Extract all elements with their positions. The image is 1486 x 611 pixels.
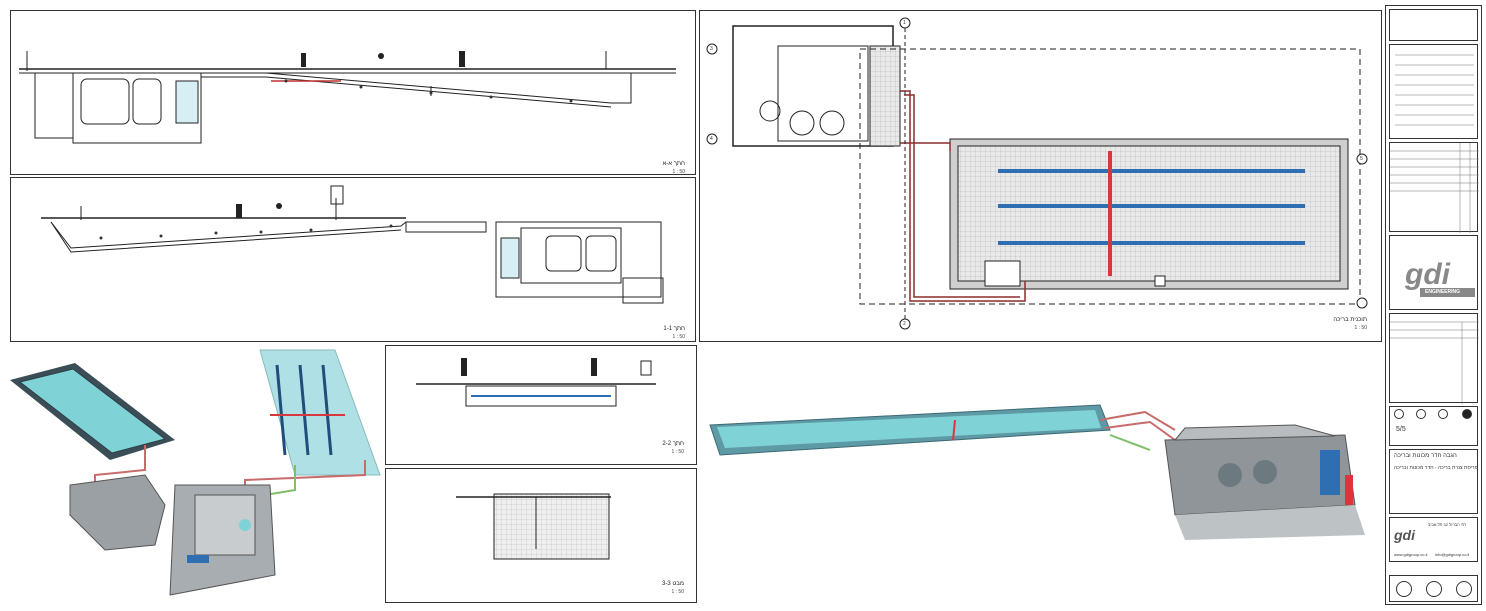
section-11-scale: 1 : 50 (672, 334, 685, 340)
company-address: רח' הברזל 32 תל-אביב (1428, 522, 1467, 527)
section-33-drawing (456, 493, 611, 560)
consultants-table (1389, 313, 1479, 404)
section-33-panel: מבט 3-3 1 : 50 (385, 468, 697, 603)
section-11-drawing (41, 185, 664, 304)
revisions-table (1389, 142, 1479, 233)
quality-seal-icon (1426, 581, 1442, 597)
drawing-title: פריסת צנרת בריכה - חדר מכונות ובריכה (1394, 465, 1478, 471)
plan-drawing (706, 17, 1368, 330)
section-11-title: חתך 1-1 (663, 326, 685, 332)
section-22-drawing (416, 358, 656, 407)
general-notes-box (1389, 44, 1478, 139)
section-aa-title: חתך א-א (662, 161, 686, 167)
isometric-view-left (5, 345, 385, 605)
grid-marker-5: 5 (1360, 156, 1363, 162)
grid-marker-2: 2 (903, 321, 906, 327)
grid-marker-4: 4 (710, 136, 713, 142)
project-title: הגבה חדר מכונות ובריכה (1394, 453, 1457, 459)
section-33-scale: 1 : 50 (671, 589, 684, 595)
section-aa-panel: חתך א-א 1 : 50 (10, 10, 696, 175)
certification-box (1389, 575, 1478, 602)
status-box: 5/5 (1389, 406, 1478, 446)
section-22-scale: 1 : 50 (671, 449, 684, 455)
status-option-1-icon[interactable] (1394, 409, 1404, 419)
company-website[interactable]: www.gdigroup.co.il (1394, 552, 1428, 557)
section-aa-drawing (19, 51, 676, 144)
svg-text:gdi: gdi (1393, 527, 1416, 543)
section-22-panel: חתך 2-2 1 : 50 (385, 345, 697, 465)
section-11-panel: חתך 1-1 1 : 50 (10, 177, 696, 342)
section-22-title: חתך 2-2 (662, 441, 684, 447)
title-block-header (1389, 9, 1478, 41)
company-info-box: gdi רח' הברזל 32 תל-אביב www.gdigroup.co… (1389, 517, 1478, 562)
leed-seal-icon (1456, 581, 1472, 597)
status-option-2-icon[interactable] (1416, 409, 1426, 419)
section-33-title: מבט 3-3 (662, 581, 684, 587)
logo-text: ENGINEERING (1425, 289, 1461, 295)
grid-marker-1: 1 (903, 20, 906, 26)
status-option-4-icon[interactable] (1462, 409, 1472, 419)
company-email[interactable]: info@gdigroup.co.il (1435, 552, 1470, 557)
plan-scale: 1 : 50 (1354, 325, 1367, 331)
sheet-number: 5/5 (1396, 426, 1406, 433)
isometric-view-right (705, 380, 1385, 605)
project-title-box: הגבה חדר מכונות ובריכה פריסת צנרת בריכה … (1389, 449, 1478, 514)
company-logo-box: gdi ENGINEERING (1389, 235, 1478, 310)
grid-marker-3: 3 (710, 46, 713, 52)
iso-seal-icon (1396, 581, 1412, 597)
plan-title: תוכנית בריכה (1333, 317, 1367, 323)
svg-text:gdi: gdi (1404, 258, 1451, 291)
status-option-3-icon[interactable] (1438, 409, 1448, 419)
section-aa-scale: 1 : 50 (672, 169, 685, 175)
title-block: gdi ENGINEERING 5/5 הגבה חדר מכונות וברי… (1385, 5, 1482, 605)
plan-panel: 1 2 3 4 5 תוכנית בריכה 1 : 50 (699, 10, 1382, 342)
